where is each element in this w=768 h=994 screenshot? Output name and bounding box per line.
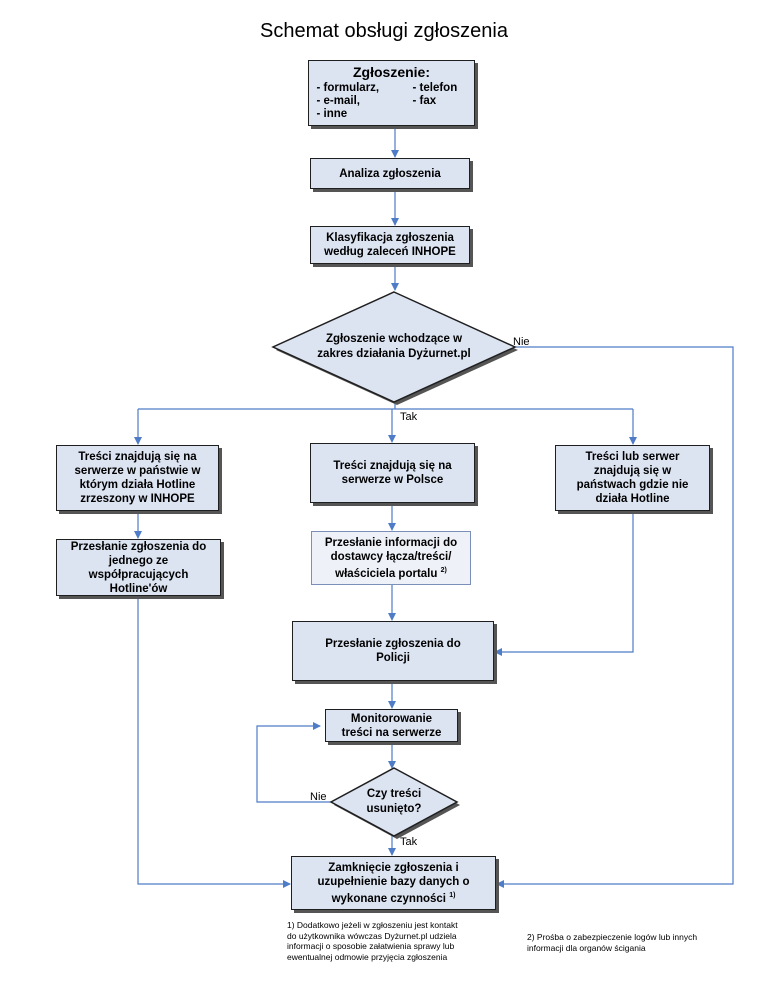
provider-line-2: dostawcy łącza/treści/ <box>330 550 452 563</box>
arrow-right-box-to-police <box>494 510 634 656</box>
right-box-line-3: państwach gdzie nie <box>576 479 689 491</box>
forward-line-1: Przesłanie zgłoszenia do <box>70 540 207 553</box>
decision1-no-label: Nie <box>513 336 530 348</box>
start-item-email: - e-mail, <box>316 95 360 107</box>
right-branch-box: Treści lub serwer znajdują się w państwa… <box>555 445 710 511</box>
decision2-text: Czy treści usunięto? <box>344 787 444 817</box>
right-box-line-2: znajdują się w <box>593 465 672 477</box>
start-item-fax: - fax <box>412 95 437 107</box>
diagram-title: Schemat obsługi zgłoszenia <box>260 20 508 42</box>
classification-box: Klasyfikacja zgłoszenia według zaleceń I… <box>310 226 470 264</box>
decision2-line-2: usunięto? <box>366 803 422 815</box>
provider-info-box: Przesłanie informacji do dostawcy łącza/… <box>311 531 471 585</box>
left-box-line-2: serwerze w państwie w <box>74 465 201 477</box>
footnote-2-line-2: informacji dla organów ścigania <box>527 942 646 953</box>
closing-line-1: Zamknięcie zgłoszenia i <box>328 861 459 874</box>
footnote-1-line-4: ewentualnej odmowie przyjęcia zgłoszenia <box>287 951 448 962</box>
footnote-2: 2) Prośba o zabezpieczenie logów lub inn… <box>527 932 747 953</box>
start-item-formularz: - formularz, <box>316 82 380 94</box>
left-branch-box: Treści znajdują się na serwerze w państw… <box>56 445 219 511</box>
decision1-diamond <box>271 291 517 403</box>
classification-line-2: według zaleceń INHOPE <box>324 246 456 258</box>
decision2-line-1: Czy treści <box>366 788 422 800</box>
decision2-yes-label: Tak <box>400 836 418 848</box>
decision2-diamond <box>329 767 459 837</box>
provider-line-1: Przesłanie informacji do <box>324 536 458 549</box>
forward-line-4: Hotline'ów <box>109 582 168 595</box>
decision1-line-1: Zgłoszenie wchodzące w <box>325 333 463 345</box>
decision1-text: Zgłoszenie wchodzące w zakres działania … <box>294 332 494 362</box>
arrow-decision-no-to-closing <box>475 346 734 888</box>
left-box-line-3: którym działa Hotline <box>79 479 196 491</box>
police-line-2: Policji <box>376 652 410 664</box>
right-box-line-4: działa Hotline <box>595 493 670 505</box>
middle-box-line-1: Treści znajdują się na <box>333 460 452 472</box>
closing-line-3: wykonane czynności 1) <box>331 891 456 905</box>
forward-line-2: jednego ze <box>108 554 169 567</box>
left-box-line-1: Treści znajdują się na <box>78 451 197 463</box>
classification-line-1: Klasyfikacja zgłoszenia <box>326 232 454 244</box>
left-box-line-4: zrzeszony w INHOPE <box>80 493 195 505</box>
footnote-1-line-3: informacji o sposobie załatwienia sprawy… <box>287 941 455 951</box>
forward-line-3: współpracujących <box>88 568 189 581</box>
arrow-decision2-no-loop <box>256 722 335 803</box>
decision2-no-label: Nie <box>310 791 327 803</box>
arrow-forward-to-closing <box>137 595 291 888</box>
right-box-line-1: Treści lub serwer <box>585 451 680 463</box>
start-box: Zgłoszenie: - formularz, - telefon - e-m… <box>308 60 475 126</box>
start-item-inne: - inne <box>316 108 348 120</box>
footnote-2-line-1: 2) Prośba o zabezpieczenie logów lub inn… <box>527 932 698 942</box>
footnote-1-line-1: 1) Dodatkowo jeżeli w zgłoszeniu jest ko… <box>287 920 458 930</box>
middle-box-line-2: serwerze w Polsce <box>341 474 444 486</box>
monitoring-line-1: Monitorowanie <box>350 712 433 725</box>
closing-box: Zamknięcie zgłoszenia i uzupełnienie baz… <box>291 856 496 910</box>
footnote-ref-1: 1) <box>449 891 456 899</box>
analysis-label: Analiza zgłoszenia <box>339 167 441 180</box>
provider-line-3: właściciela portalu 2) <box>335 566 447 580</box>
footnote-ref-2: 2) <box>440 566 447 574</box>
forward-hotline-box: Przesłanie zgłoszenia do jednego ze wspó… <box>56 539 221 596</box>
footnote-1-line-2: do użytkownika wówczas Dyżurnet.pl udzie… <box>287 930 457 941</box>
decision1-yes-label: Tak <box>400 411 418 423</box>
monitoring-line-2: treści na serwerze <box>341 726 442 739</box>
start-item-telefon: - telefon <box>412 82 458 94</box>
start-heading: Zgłoszenie: <box>352 64 430 80</box>
monitoring-box: Monitorowanie treści na serwerze <box>325 709 458 742</box>
middle-branch-box: Treści znajdują się na serwerze w Polsce <box>310 443 475 503</box>
police-box: Przesłanie zgłoszenia do Policji <box>292 621 494 681</box>
decision1-line-2: zakres działania Dyżurnet.pl <box>317 348 471 360</box>
police-line-1: Przesłanie zgłoszenia do <box>325 638 461 650</box>
analysis-box: Analiza zgłoszenia <box>310 158 470 189</box>
closing-line-2: uzupełnienie bazy danych o <box>317 875 470 888</box>
footnote-1: 1) Dodatkowo jeżeli w zgłoszeniu jest ko… <box>287 920 497 962</box>
